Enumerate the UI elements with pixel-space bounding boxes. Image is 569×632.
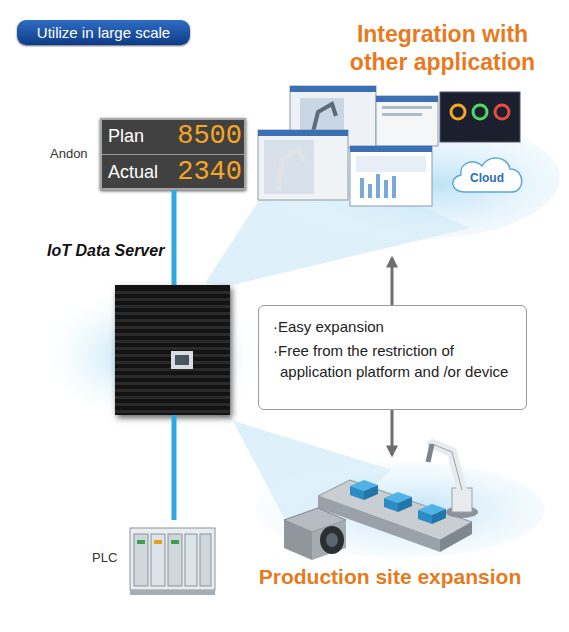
cloud-shape: Cloud xyxy=(447,150,527,196)
server-ribs xyxy=(115,285,230,415)
data-line xyxy=(172,190,177,285)
screen-window xyxy=(290,86,376,148)
camera xyxy=(284,508,346,560)
row-divider xyxy=(102,154,244,155)
andon-display: Andon Plan8500Actual2340 xyxy=(50,118,246,190)
camera-lens xyxy=(320,526,344,554)
conveyor-belt xyxy=(318,480,472,540)
chart-bar xyxy=(376,174,380,198)
work-box xyxy=(384,492,412,503)
robot-body xyxy=(452,488,472,512)
robot-arm xyxy=(428,444,478,518)
tag-badge: Utilize in large scale xyxy=(17,20,190,45)
camera-side xyxy=(284,520,312,560)
server-glow xyxy=(32,283,268,427)
work-box xyxy=(350,486,364,500)
data-line xyxy=(172,415,177,520)
gauge xyxy=(451,105,465,119)
node-text: Production site expansion xyxy=(245,564,535,590)
plc-illustration xyxy=(130,520,215,597)
screen-window xyxy=(258,130,348,200)
work-box xyxy=(418,504,446,515)
app-screenshots xyxy=(258,86,520,206)
table-grid xyxy=(356,156,426,172)
chart-bar xyxy=(360,178,364,198)
work-box xyxy=(384,498,398,512)
feature-box: ·Easy expansion ·Free from the restrictio… xyxy=(258,305,527,410)
robot-link-edge xyxy=(432,444,462,490)
chart-bar xyxy=(392,176,396,198)
application-region: Integration with other applicationCloud xyxy=(250,18,560,258)
screen-window xyxy=(376,96,438,146)
dashboard-window xyxy=(440,92,520,142)
work-box xyxy=(432,509,446,524)
work-box xyxy=(364,485,378,500)
node-text: 8500 xyxy=(164,121,242,151)
title-bar xyxy=(376,96,438,102)
gauge xyxy=(473,105,487,119)
production-region: Production site expansion xyxy=(245,455,545,595)
work-box xyxy=(418,510,432,524)
robot-gripper xyxy=(428,444,432,462)
chart-bar xyxy=(384,180,388,198)
chart-bar xyxy=(368,184,372,198)
robot-link xyxy=(432,444,462,490)
robot-arm-icon xyxy=(278,150,304,190)
server-box: IoT Data Server xyxy=(115,285,230,415)
node-text: IoT Data Server xyxy=(47,241,207,261)
node-text: Integration with other application xyxy=(330,20,555,76)
text-row xyxy=(382,106,432,109)
screen-window xyxy=(350,146,432,206)
camera-lens-glass xyxy=(326,533,338,547)
node-text: ·Easy expansion xyxy=(273,316,521,337)
robot-view xyxy=(300,98,344,140)
node-text: PLC xyxy=(92,550,126,566)
node-text: 2340 xyxy=(164,157,242,187)
expansion-arrow xyxy=(391,410,394,455)
camera-top xyxy=(284,508,346,532)
gauge xyxy=(495,105,509,119)
title-bar xyxy=(290,86,376,92)
conveyor xyxy=(318,480,472,552)
camera-front xyxy=(312,520,346,560)
plc-unit: PLC xyxy=(130,520,215,597)
work-box xyxy=(398,497,412,512)
node-text: Andon xyxy=(50,146,96,162)
node-text: Utilize in large scale xyxy=(17,20,190,45)
node-text: Cloud xyxy=(447,171,527,185)
work-box xyxy=(350,480,378,491)
conveyor-end xyxy=(440,522,472,552)
robot-arm-icon xyxy=(312,104,336,136)
title-bar xyxy=(258,130,348,136)
node-text: Plan xyxy=(108,125,163,147)
robot-view xyxy=(264,140,314,194)
robot-base xyxy=(446,506,478,518)
expansion-arrow xyxy=(391,258,394,305)
text-row xyxy=(382,113,422,116)
title-bar xyxy=(350,146,432,152)
conveyor-side xyxy=(318,496,440,552)
node-text: ·Free from the restriction of applicatio… xyxy=(273,340,521,382)
node-text: Actual xyxy=(108,161,166,183)
